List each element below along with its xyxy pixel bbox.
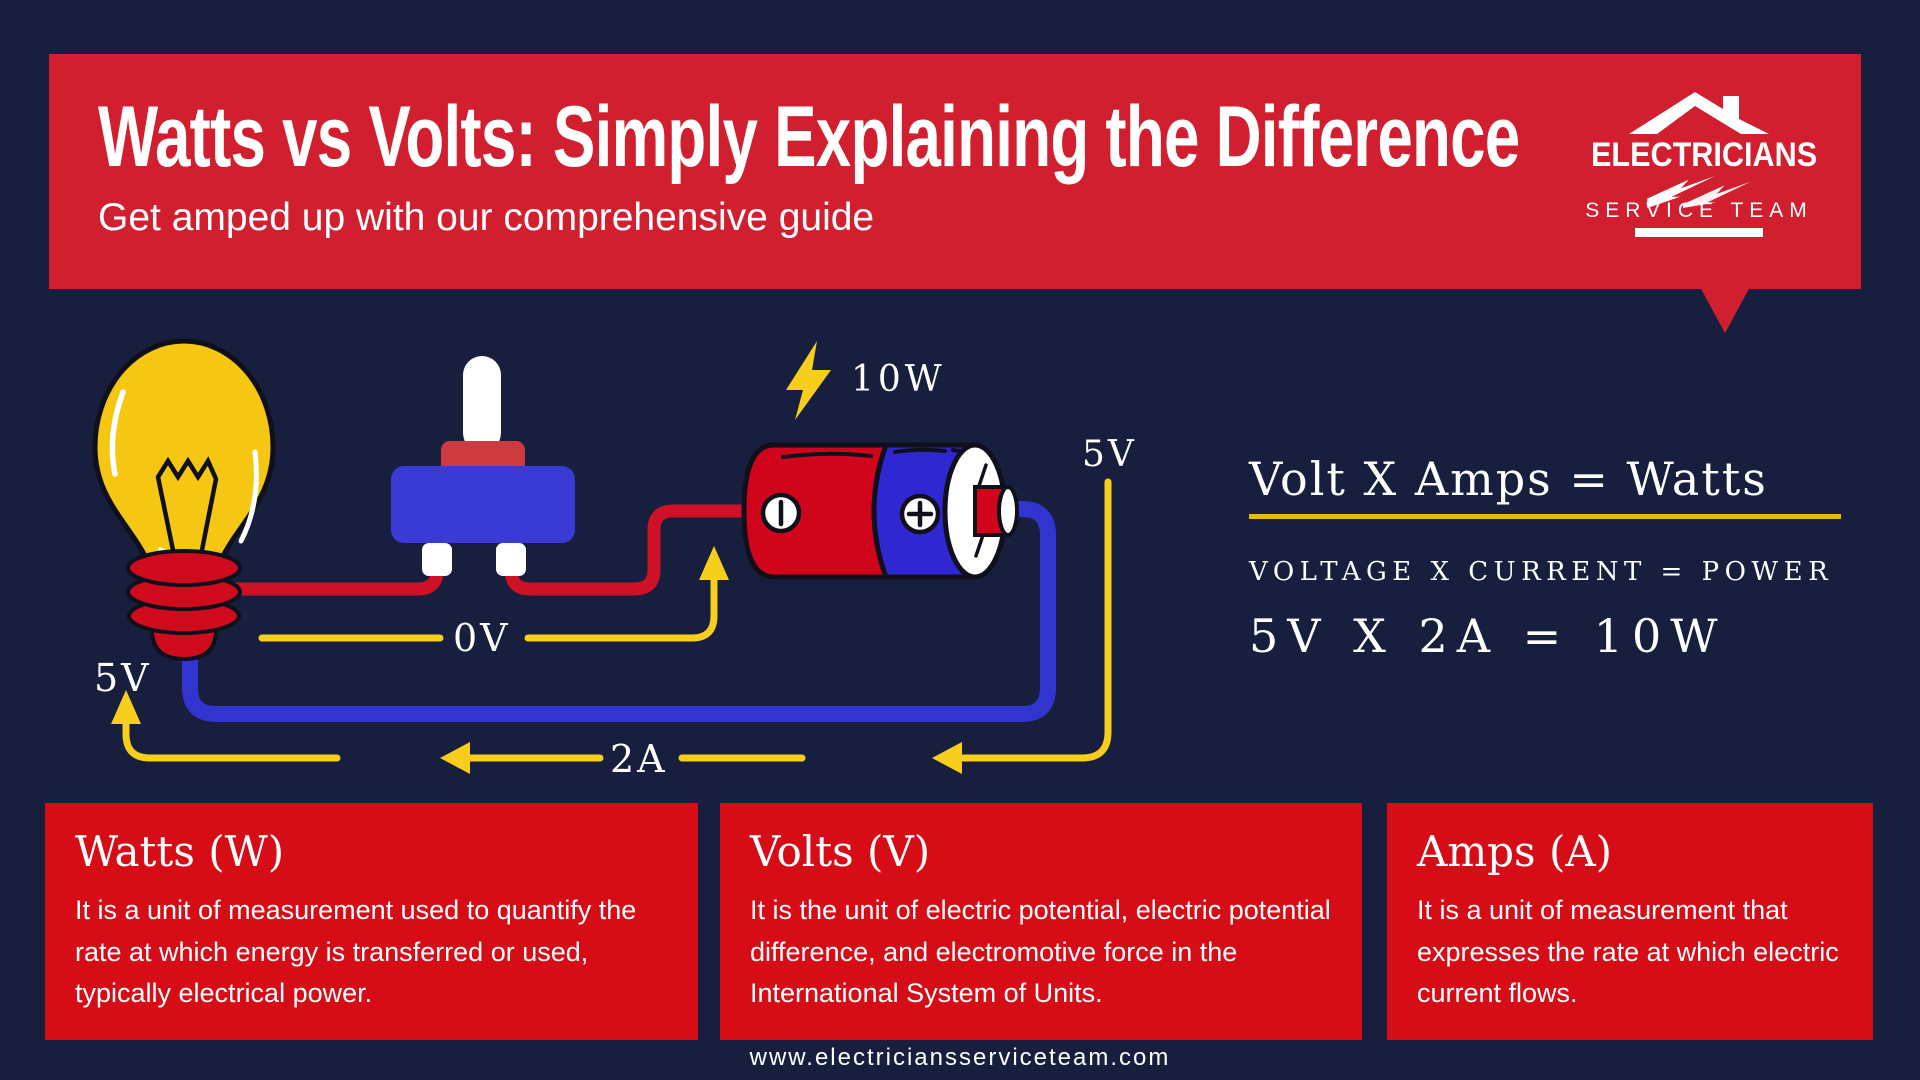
page-subtitle: Get amped up with our comprehensive guid… [98,196,875,239]
card-body-volts: It is the unit of electric potential, el… [750,895,1331,1009]
equation-units: Volt X Amps = Watts [1249,452,1768,506]
card-title-volts: Volts (V) [750,827,931,876]
equation-values: 5V X 2A = 10W [1249,609,1727,663]
formula-panel: Volt X Amps = Watts VOLTAGE X CURRENT = … [1249,452,1849,663]
equation-terms: VOLTAGE X CURRENT = POWER [1249,557,1834,587]
source-voltage-label: 5V [1082,434,1137,475]
logo-name-bottom: SERVICE TEAM [1585,199,1813,222]
page-title: Watts vs Volts: Simply Explaining the Di… [98,89,1520,185]
blue-wire [182,501,1056,722]
minus-terminal [760,492,802,534]
source-volt-line [958,478,1112,762]
card-body-watts: It is a unit of measurement used to quan… [75,895,637,1009]
zero-volt-line [258,576,718,642]
arrowheads [111,546,962,774]
arrowhead-left-source [932,742,962,774]
logo-name-top: ELECTRICIANS [1591,136,1818,174]
lightning-bolt-icon [786,341,831,420]
plus-terminal [899,493,941,535]
definition-card-watts: Watts (W) It is a unit of measurement us… [45,803,698,1040]
logo-underline-bar [1635,228,1763,237]
logo-lightning-icon [1647,176,1751,208]
bulb-volt-arrow-line [122,712,341,762]
house-roof-icon [1629,92,1769,134]
arrowhead-up-battery [699,546,729,580]
red-wire-switch-battery [504,504,752,596]
definition-card-amps: Amps (A) It is a unit of measurement tha… [1387,803,1873,1040]
header-banner: Watts vs Volts: Simply Explaining the Di… [49,54,1861,289]
light-bulb-icon [92,338,276,662]
power-label: 10W [851,359,946,400]
filament [155,456,219,561]
bulb-voltage-label: 5V [94,656,152,700]
arrowhead-up-bulb [111,690,141,724]
card-body-amps: It is a unit of measurement that express… [1417,895,1839,1009]
card-title-watts: Watts (W) [75,827,285,876]
formula-underline [1249,514,1841,519]
toggle-switch-icon [391,356,575,576]
battery-icon [741,442,1019,580]
definition-card-volts: Volts (V) It is the unit of electric pot… [720,803,1362,1040]
circuit-diagram: 10W 5V 0V 5V 2A [92,338,1137,781]
banner-pointer-tail [1700,287,1750,333]
card-title-amps: Amps (A) [1417,827,1613,876]
arrowhead-left-current [440,742,470,774]
switch-voltage-label: 0V [453,616,511,660]
annotation-arrows [122,478,1112,762]
current-label: 2A [610,737,668,781]
footer-website-link[interactable]: www.electriciansserviceteam.com [749,1044,1171,1071]
company-logo: ELECTRICIANS SERVICE TEAM [1579,88,1819,237]
